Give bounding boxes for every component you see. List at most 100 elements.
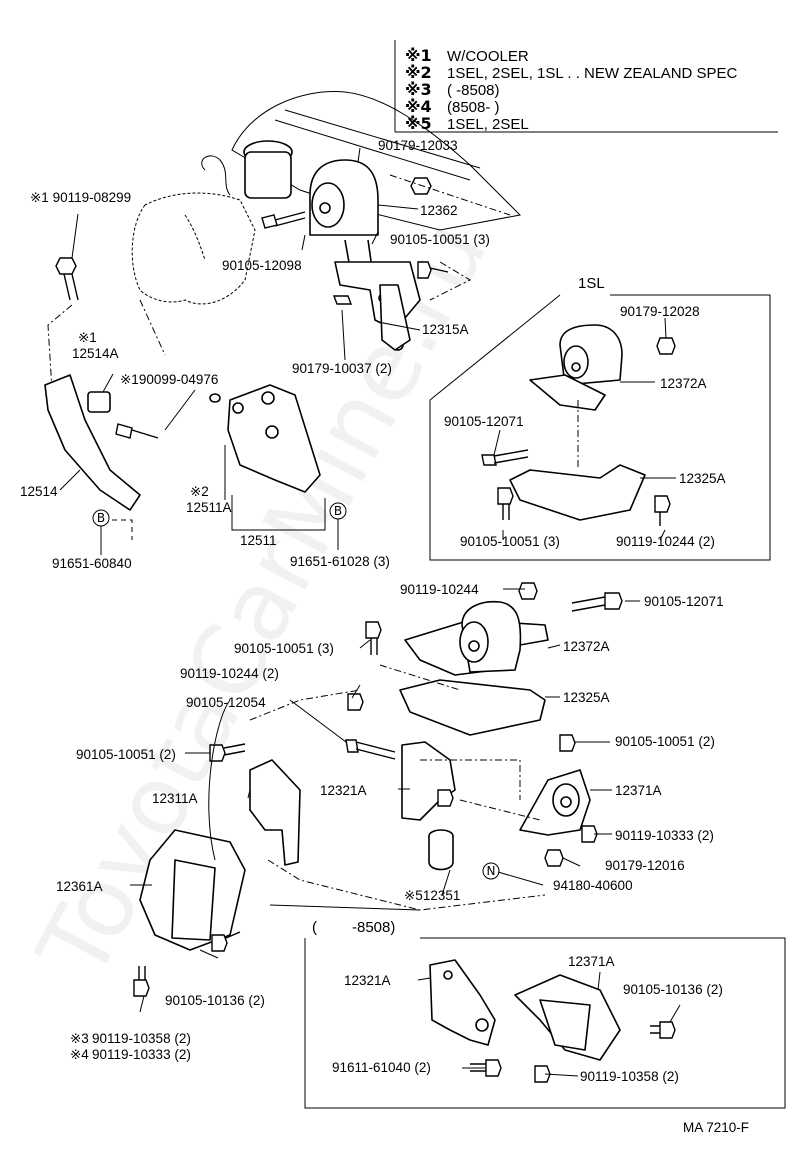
bracket-12315A [379, 284, 411, 351]
engine-drawing [131, 91, 522, 305]
circle-n: N [482, 862, 500, 880]
bolt-90105-10051-right [559, 734, 576, 752]
bracket-12311A [249, 759, 301, 866]
bolt-90119-10358 [133, 966, 150, 997]
leader-dash-left [47, 299, 166, 391]
label-90105-10136-inset: 90105-10136 (2) [623, 982, 723, 997]
bolt-90105-12071 [571, 592, 623, 612]
label-12321A: 12321A [320, 783, 367, 798]
label-94180-40600: 94180-40600 [553, 878, 633, 893]
inset-1sl-title: 1SL [578, 275, 605, 292]
label-90105-12071: 90105-12071 [644, 594, 724, 609]
mount-12372A [404, 600, 549, 676]
label-90105-10051-right: 90105-10051 (2) [615, 734, 715, 749]
label-90105-12071-inset: 90105-12071 [444, 414, 524, 429]
bolt-90105-10051-mid [365, 621, 382, 655]
label-12311A: 12311A [152, 791, 198, 806]
bolt-90119-10244 [518, 582, 538, 600]
label-90119-10244-inset: 90119-10244 (2) [616, 534, 715, 549]
bolt-90105-10051-top [417, 261, 449, 279]
label-12511A: 12511A [186, 500, 232, 515]
block-12514A [87, 391, 111, 413]
label-12371A: 12371A [615, 783, 662, 798]
mount-12371A [519, 769, 591, 836]
bracket-12321A [401, 741, 456, 821]
label-12371A-inset: 12371A [568, 954, 615, 969]
note-4-text: (8508- ) [447, 99, 500, 116]
note-3-mark: ※3 [405, 80, 432, 99]
circle-b-left-label: B [97, 511, 105, 525]
label-90119-10333: 90119-10333 (2) [615, 828, 714, 843]
note-1-mark: ※1 [405, 46, 432, 65]
bracket-12511A [227, 384, 321, 493]
leader-dash-top [389, 174, 511, 301]
label-90099-04976: ※190099-04976 [120, 372, 218, 387]
bolt-90119-10244-inset [654, 495, 671, 526]
bracket-12325A [399, 679, 546, 736]
label-91651-61028: 91651-61028 (3) [290, 554, 390, 569]
label-90105-10136: 90105-10136 (2) [165, 993, 265, 1008]
inset-8508-title: -8508) [352, 919, 395, 936]
inset-8508-bracket: ( [312, 919, 317, 936]
label-12514A: 12514A [72, 346, 119, 361]
bolt-90105-10051-left [209, 743, 246, 762]
label-90119-10333b-mark: ※4 [70, 1047, 89, 1062]
leader-b-left [112, 519, 133, 540]
label-12511A-mark: ※2 [190, 484, 209, 499]
frame-line-middle [208, 699, 421, 911]
label-91611-61040: 91611-61040 (2) [332, 1060, 431, 1075]
label-90105-10051-left: 90105-10051 (2) [76, 747, 176, 762]
footer-code: MA 7210-F [683, 1120, 749, 1135]
bolt-91611-61040 [470, 1059, 502, 1077]
label-12511: 12511 [240, 533, 277, 548]
inset-1sl: 1SL [429, 275, 771, 561]
label-12361A: 12361A [56, 879, 103, 894]
bolt-90105-12098 [261, 211, 306, 229]
notes-block: ※1 W/COOLER ※2 1SEL, 2SEL, 1SL . . NEW Z… [394, 40, 778, 133]
note-4-mark: ※4 [405, 97, 432, 116]
label-90105-12098: 90105-12098 [222, 258, 302, 273]
label-12372A: 12372A [563, 639, 610, 654]
label-90119-08299: ※1 90119-08299 [30, 190, 131, 205]
label-12362: 12362 [420, 203, 458, 218]
bolt-90099-04976 [115, 423, 159, 439]
bolt-90119-10358-inset [534, 1065, 551, 1083]
label-90179-12033: 90179-12033 [378, 138, 458, 153]
label-12372A-inset: 12372A [660, 376, 707, 391]
label-12514: 12514 [20, 484, 58, 499]
label-90105-10051-inset: 90105-10051 (3) [460, 534, 560, 549]
label-90179-10037: 90179-10037 (2) [292, 361, 392, 376]
bolt-90105-10136-inset [650, 1021, 676, 1039]
label-90119-10244: 90119-10244 [400, 582, 479, 597]
circle-b-right-label: B [334, 504, 342, 518]
label-90179-12016: 90179-12016 [605, 858, 685, 873]
bracket-12514 [44, 374, 141, 511]
label-12514A-mark: ※1 [78, 330, 97, 345]
bolt-90105-12054 [345, 739, 396, 760]
label-90119-10358-mark: ※3 [70, 1031, 89, 1046]
bolt-90105-10051-inset [497, 487, 514, 520]
label-90119-10358: 90119-10358 (2) [92, 1031, 191, 1046]
label-12315A: 12315A [422, 322, 469, 337]
nut-90179-12028 [656, 337, 676, 355]
bushing-12351 [428, 829, 454, 871]
bolt-90105-10136 [211, 931, 241, 952]
bolt-90119-08299 [55, 257, 79, 301]
note-1-text: W/COOLER [447, 48, 529, 65]
note-5-text: 1SEL, 2SEL [447, 116, 529, 133]
note-2-text: 1SEL, 2SEL, 1SL . . NEW ZEALAND SPEC [447, 65, 738, 82]
circle-b-left: B [92, 509, 110, 527]
mount-12361A [139, 829, 246, 951]
nut-90179-12016 [544, 849, 564, 867]
stud-12321A [437, 789, 454, 807]
label-12325A: 12325A [563, 690, 610, 705]
bolt-90119-10333 [581, 825, 598, 843]
pin-12511A [209, 393, 221, 403]
bracket-12511-group [224, 445, 326, 531]
label-12351: ※512351 [404, 888, 460, 903]
label-90179-12028: 90179-12028 [620, 304, 700, 319]
label-90119-10358-inset: 90119-10358 (2) [580, 1069, 679, 1084]
part-labels: 90179-12033 ※1 90119-08299 12362 90105-1… [20, 138, 726, 1084]
bolt-90119-10244-mid [347, 693, 364, 711]
